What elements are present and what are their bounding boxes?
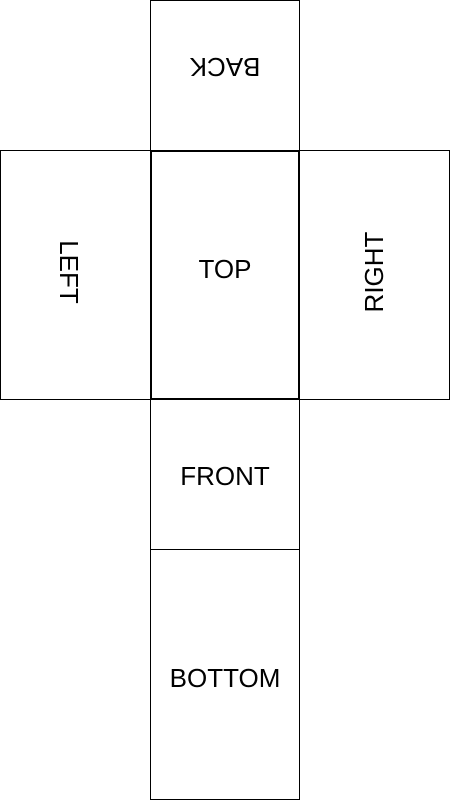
face-right: RIGHT	[299, 150, 450, 400]
right-label: RIGHT	[359, 231, 389, 313]
face-top: TOP	[150, 150, 300, 400]
face-bottom: BOTTOM	[150, 549, 300, 800]
back-label: BACK	[189, 52, 261, 82]
front-label: FRONT	[180, 461, 270, 491]
face-left: LEFT	[0, 150, 151, 400]
top-label: TOP	[198, 254, 252, 284]
face-front: FRONT	[150, 399, 300, 551]
left-label: LEFT	[54, 240, 84, 304]
bottom-label: BOTTOM	[169, 663, 281, 693]
face-back: BACK	[150, 0, 300, 151]
